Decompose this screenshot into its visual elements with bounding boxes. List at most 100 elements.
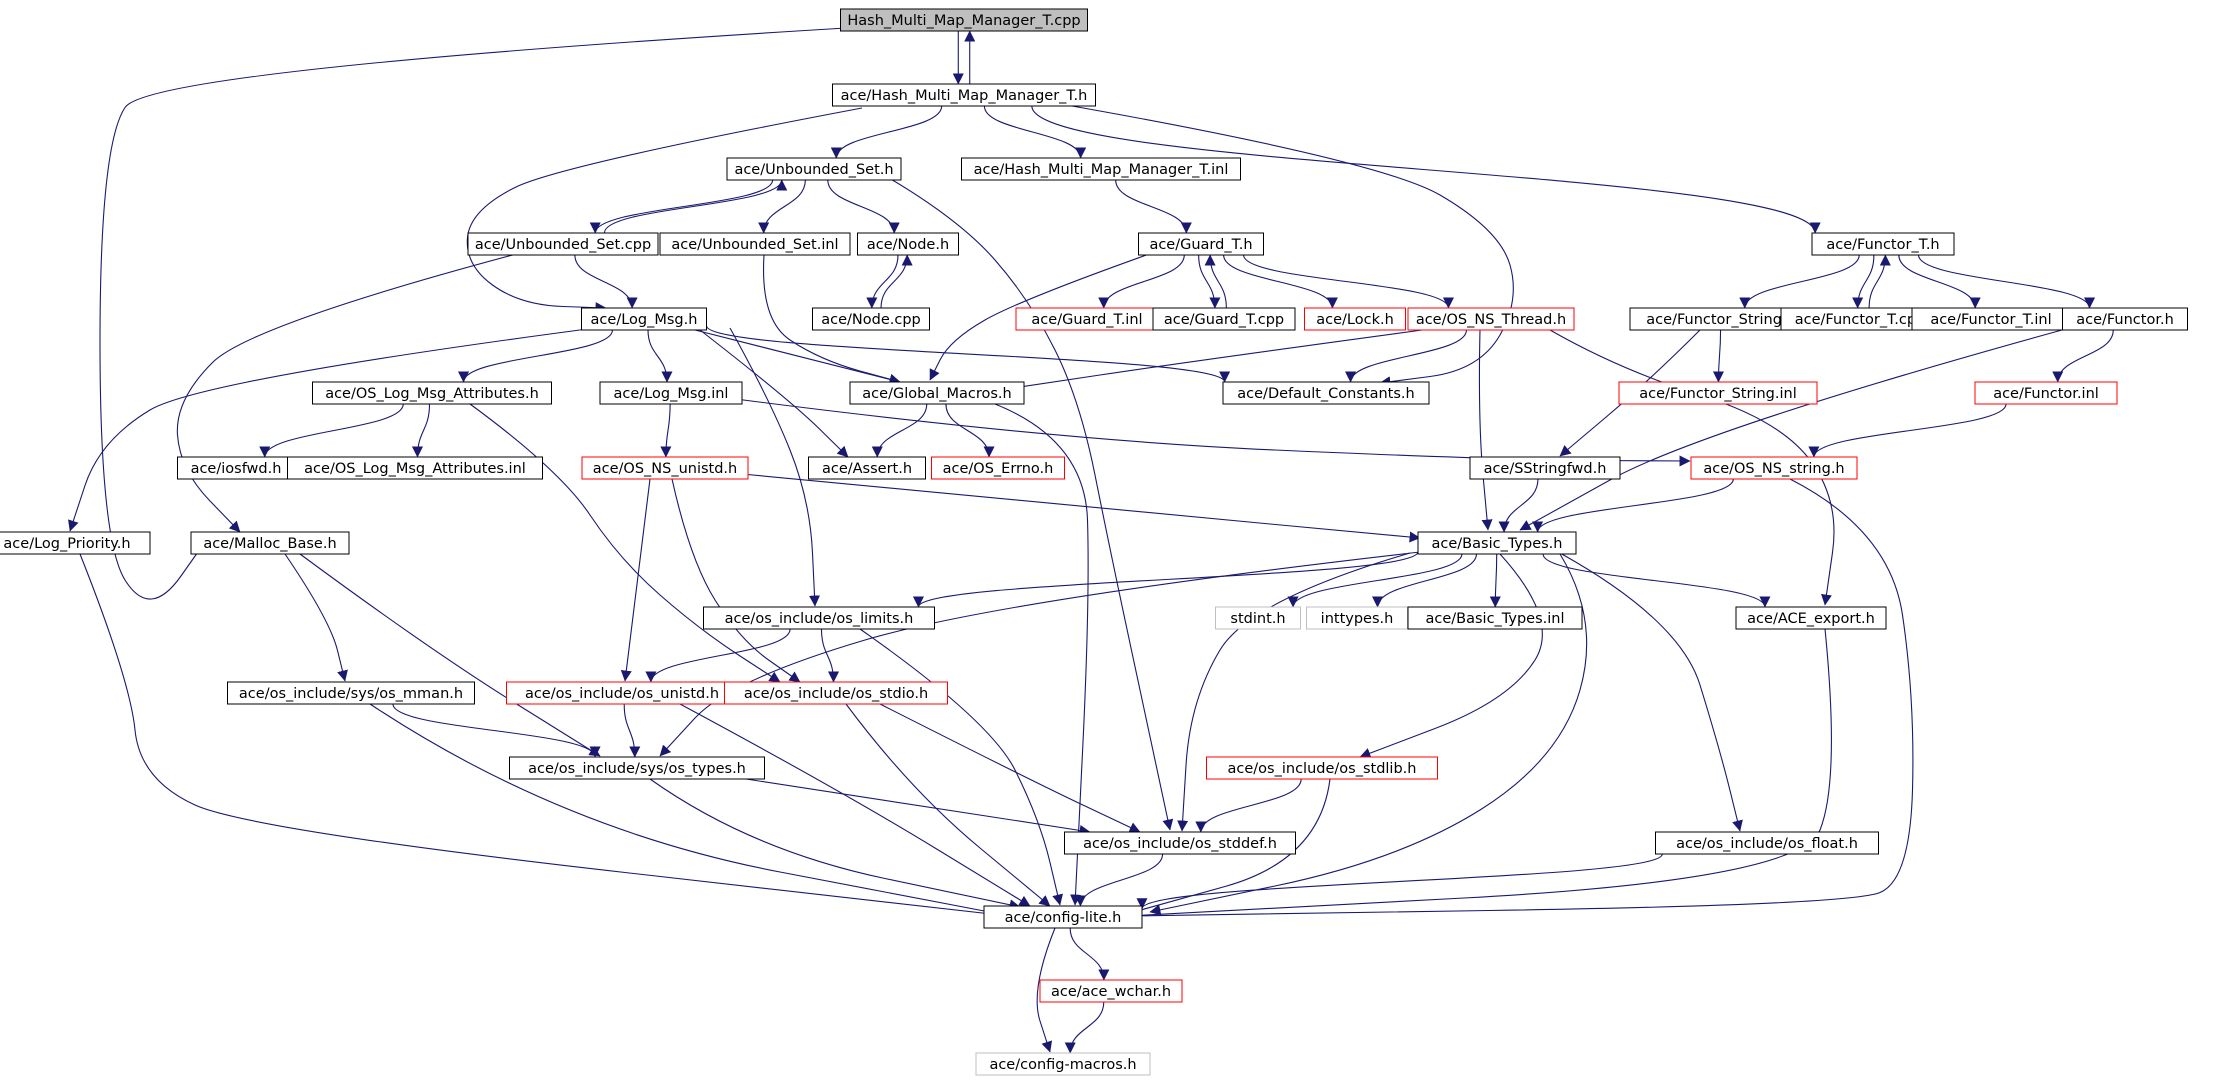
edge-os_unistd_h-to-config_lite_h	[679, 703, 1031, 907]
node-functor-string-inl[interactable]: ace/Functor_String.inl	[1618, 381, 1818, 405]
node-label: ace/Unbounded_Set.inl	[671, 237, 838, 253]
node-hmmmt-h[interactable]: ace/Hash_Multi_Map_Manager_T.h	[832, 83, 1096, 107]
edge-os_mman_h-to-os_types_h	[392, 703, 601, 758]
edge-os_ns_unistd_h-to-os_unistd_h	[620, 478, 651, 682]
node-os-ns-string-h[interactable]: ace/OS_NS_string.h	[1690, 456, 1858, 480]
node-stdint-h[interactable]: stdint.h	[1215, 606, 1301, 630]
node-label: ace/os_include/os_limits.h	[725, 611, 914, 627]
node-label: ace/Log_Msg.h	[591, 312, 698, 328]
node-assert-h[interactable]: ace/Assert.h	[808, 456, 926, 480]
node-basic-types-inl[interactable]: ace/Basic_Types.inl	[1407, 606, 1583, 630]
node-os-ns-thread-h[interactable]: ace/OS_NS_Thread.h	[1407, 307, 1575, 331]
node-os-log-msg-attr-h[interactable]: ace/OS_Log_Msg_Attributes.h	[312, 381, 552, 405]
node-os-stdlib-h[interactable]: ace/os_include/os_stdlib.h	[1206, 756, 1438, 780]
node-config-macros-h[interactable]: ace/config-macros.h	[975, 1052, 1151, 1076]
node-label: ace/Functor_T.h	[1826, 237, 1939, 253]
edge-root-to-malloc_base_h	[99, 27, 847, 600]
node-ace-export-h[interactable]: ace/ACE_export.h	[1735, 606, 1887, 630]
node-lock-h[interactable]: ace/Lock.h	[1304, 307, 1406, 331]
node-os-unistd-h[interactable]: ace/os_include/os_unistd.h	[506, 681, 738, 705]
node-global-macros-h[interactable]: ace/Global_Macros.h	[849, 381, 1025, 405]
node-label: ace/Hash_Multi_Map_Manager_T.inl	[974, 162, 1229, 178]
node-os-stdio-h[interactable]: ace/os_include/os_stdio.h	[724, 681, 948, 705]
node-os-limits-h[interactable]: ace/os_include/os_limits.h	[703, 606, 935, 630]
edge-os_stdlib_h-to-os_stddef_h	[1195, 778, 1302, 833]
node-label: ace/os_include/sys/os_mman.h	[239, 686, 463, 702]
node-unbounded-set-cpp[interactable]: ace/Unbounded_Set.cpp	[467, 232, 659, 256]
node-hmmmt-inl[interactable]: ace/Hash_Multi_Map_Manager_T.inl	[961, 157, 1241, 181]
node-node-cpp[interactable]: ace/Node.cpp	[812, 307, 930, 331]
node-label: ace/os_include/os_stddef.h	[1083, 836, 1277, 852]
edge-os_stddef_h-to-config_lite_h	[1074, 853, 1164, 907]
node-box	[1152, 307, 1296, 331]
node-label: ace/Assert.h	[822, 461, 912, 477]
edge-functor_h-to-basic_types_h	[1519, 329, 2063, 531]
node-functor-h[interactable]: ace/Functor.h	[2062, 307, 2188, 331]
node-sstringfwd-h[interactable]: ace/SStringfwd.h	[1469, 456, 1621, 480]
node-label: inttypes.h	[1321, 611, 1394, 627]
node-os-log-msg-attr-inl[interactable]: ace/OS_Log_Msg_Attributes.inl	[287, 456, 543, 480]
node-os-mman-h[interactable]: ace/os_include/sys/os_mman.h	[227, 681, 475, 705]
edge-os_limits_h-to-os_stdio_h	[820, 628, 840, 683]
node-label: ace/os_include/os_stdlib.h	[1228, 761, 1417, 777]
node-basic-types-h[interactable]: ace/Basic_Types.h	[1417, 531, 1577, 555]
node-label: ace/OS_NS_unistd.h	[593, 461, 737, 477]
node-guard-t-inl[interactable]: ace/Guard_T.inl	[1015, 307, 1159, 331]
node-label: ace/Functor_T.cpp	[1795, 312, 1925, 328]
node-os-types-h[interactable]: ace/os_include/sys/os_types.h	[509, 756, 765, 780]
node-malloc-base-h[interactable]: ace/Malloc_Base.h	[190, 531, 350, 555]
node-root[interactable]: Hash_Multi_Map_Manager_T.cpp	[840, 8, 1088, 32]
node-box	[975, 1052, 1151, 1076]
node-box	[812, 307, 930, 331]
node-label: ace/Node.h	[867, 237, 949, 253]
node-os-errno-h[interactable]: ace/OS_Errno.h	[931, 456, 1065, 480]
node-log-msg-inl[interactable]: ace/Log_Msg.inl	[599, 381, 743, 405]
node-os-ns-unistd-h[interactable]: ace/OS_NS_unistd.h	[581, 456, 749, 480]
node-label: ace/Hash_Multi_Map_Manager_T.h	[841, 88, 1088, 104]
node-box	[1974, 381, 2118, 405]
node-functor-inl[interactable]: ace/Functor.inl	[1974, 381, 2118, 405]
node-functor-t-inl[interactable]: ace/Functor_T.inl	[1911, 307, 2071, 331]
node-box	[1655, 831, 1879, 855]
node-log-priority-h[interactable]: ace/Log_Priority.h	[0, 531, 151, 555]
edge-guard_t_h-to-guard_t_cpp	[1198, 254, 1221, 309]
node-label: ace/OS_Errno.h	[943, 461, 1054, 477]
node-functor-t-h[interactable]: ace/Functor_T.h	[1811, 232, 1955, 256]
edge-os_ns_string_h-to-config_lite_h	[1127, 478, 1914, 922]
edge-functor_h-to-functor_inl	[2052, 329, 2114, 383]
edge-os_limits_h-to-config_lite_h	[859, 628, 1063, 906]
edge-hmmmt_h-to-functor_t_h	[1031, 105, 1821, 234]
node-box	[726, 157, 902, 181]
node-ace-wchar-h[interactable]: ace/ace_wchar.h	[1039, 979, 1183, 1003]
edge-unbounded_set_h-to-unbounded_set_cpp	[589, 179, 774, 234]
node-box	[1417, 531, 1577, 555]
node-inttypes-h[interactable]: inttypes.h	[1306, 606, 1408, 630]
node-layer: Hash_Multi_Map_Manager_T.cpp ace/Hash_Mul…	[0, 8, 2188, 1076]
node-guard-t-h[interactable]: ace/Guard_T.h	[1138, 232, 1264, 256]
node-label: Hash_Multi_Map_Manager_T.cpp	[847, 13, 1080, 29]
node-functor-string-h[interactable]: ace/Functor_String.h	[1629, 307, 1813, 331]
node-log-msg-h[interactable]: ace/Log_Msg.h	[581, 307, 707, 331]
node-box	[509, 756, 765, 780]
node-unbounded-set-h[interactable]: ace/Unbounded_Set.h	[726, 157, 902, 181]
edge-node_cpp-to-node_h	[880, 254, 913, 309]
edge-unbounded_set_h-to-node_h	[827, 179, 900, 234]
edge-guard_t_h-to-lock_h	[1223, 254, 1338, 309]
edge-layer	[68, 27, 2114, 1054]
node-node-h[interactable]: ace/Node.h	[857, 232, 959, 256]
node-label: ace/iosfwd.h	[191, 461, 282, 477]
edge-malloc_base_h-to-os_types_h	[299, 553, 601, 757]
edge-log_msg_h-to-default_constants_h	[705, 325, 1230, 383]
node-box	[849, 381, 1025, 405]
edge-basic_types_h-to-stdint_h	[1287, 553, 1463, 608]
node-default-constants-h[interactable]: ace/Default_Constants.h	[1222, 381, 1430, 405]
node-label: ace/os_include/os_stdio.h	[744, 686, 928, 702]
node-config-lite-h[interactable]: ace/config-lite.h	[983, 905, 1143, 929]
node-os-float-h[interactable]: ace/os_include/os_float.h	[1655, 831, 1879, 855]
node-unbounded-set-inl[interactable]: ace/Unbounded_Set.inl	[659, 232, 851, 256]
node-guard-t-cpp[interactable]: ace/Guard_T.cpp	[1152, 307, 1296, 331]
edge-os_limits_h-to-os_unistd_h	[645, 628, 791, 683]
edge-unbounded_set_cpp-to-log_msg_h	[574, 254, 638, 309]
node-os-stddef-h[interactable]: ace/os_include/os_stddef.h	[1064, 831, 1296, 855]
node-iosfwd-h[interactable]: ace/iosfwd.h	[177, 456, 295, 480]
